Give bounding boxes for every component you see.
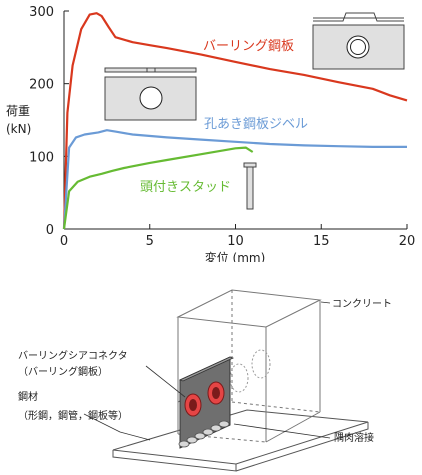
- series-lines: [62, 12, 408, 230]
- series-label-perfobond: 孔あき鋼板ジベル: [204, 117, 308, 132]
- headed-stud-inset-icon: [243, 162, 257, 210]
- series-label-burring: バーリング鋼板: [203, 39, 294, 54]
- load-displacement-chart: 0 5 10 15 20 0 100 200 300 変位 (mm) 荷重 (kN) バーリン…: [6, 5, 415, 262]
- burring-plate-inset-icon: [312, 12, 405, 70]
- steel-base-plate-icon: [112, 409, 369, 472]
- y-tick-label: 200: [29, 78, 54, 93]
- series-label-stud: 頭付きスタッド: [140, 180, 231, 195]
- burring-plate-series-line: [62, 12, 408, 230]
- x-tick-label: 20: [399, 234, 416, 249]
- y-tick-label: 100: [29, 150, 54, 165]
- x-ticks: 0 5 10 15 20: [60, 224, 415, 249]
- x-tick-label: 15: [313, 234, 330, 249]
- connector-label-2: （バーリング鋼板）: [18, 365, 108, 378]
- steel-label-1: 鋼材: [18, 390, 38, 403]
- perfobond-series-line: [62, 129, 407, 230]
- connector-label-1: バーリングシアコネクタ: [18, 349, 128, 362]
- leader-lines: [83, 301, 331, 441]
- concrete-label: コンクリート: [332, 298, 392, 310]
- weld-label: 隅肉溶接: [334, 431, 374, 444]
- fillet-weld-icon: [178, 420, 230, 448]
- x-tick-label: 5: [146, 234, 154, 249]
- connector-diagram: コンクリート バーリングシアコネクタ （バーリング鋼板） 鋼材 （形鋼，鋼管，鋼…: [18, 289, 392, 472]
- headed-stud-series-line: [62, 146, 254, 230]
- x-tick-label: 0: [60, 234, 68, 249]
- x-tick-label: 10: [227, 234, 244, 249]
- y-ticks: 0 100 200 300: [29, 5, 69, 238]
- y-tick-label: 300: [29, 5, 54, 20]
- hidden-holes-icon: [229, 349, 271, 393]
- perfobond-plate-inset-icon: [104, 67, 197, 121]
- y-axis-unit: (kN): [6, 122, 31, 136]
- y-tick-label: 0: [46, 223, 54, 238]
- y-axis-label: 荷重: [6, 104, 30, 118]
- steel-label-2: （形鋼，鋼管，鋼板等）: [18, 409, 128, 422]
- x-axis-label: 変位 (mm): [205, 250, 266, 262]
